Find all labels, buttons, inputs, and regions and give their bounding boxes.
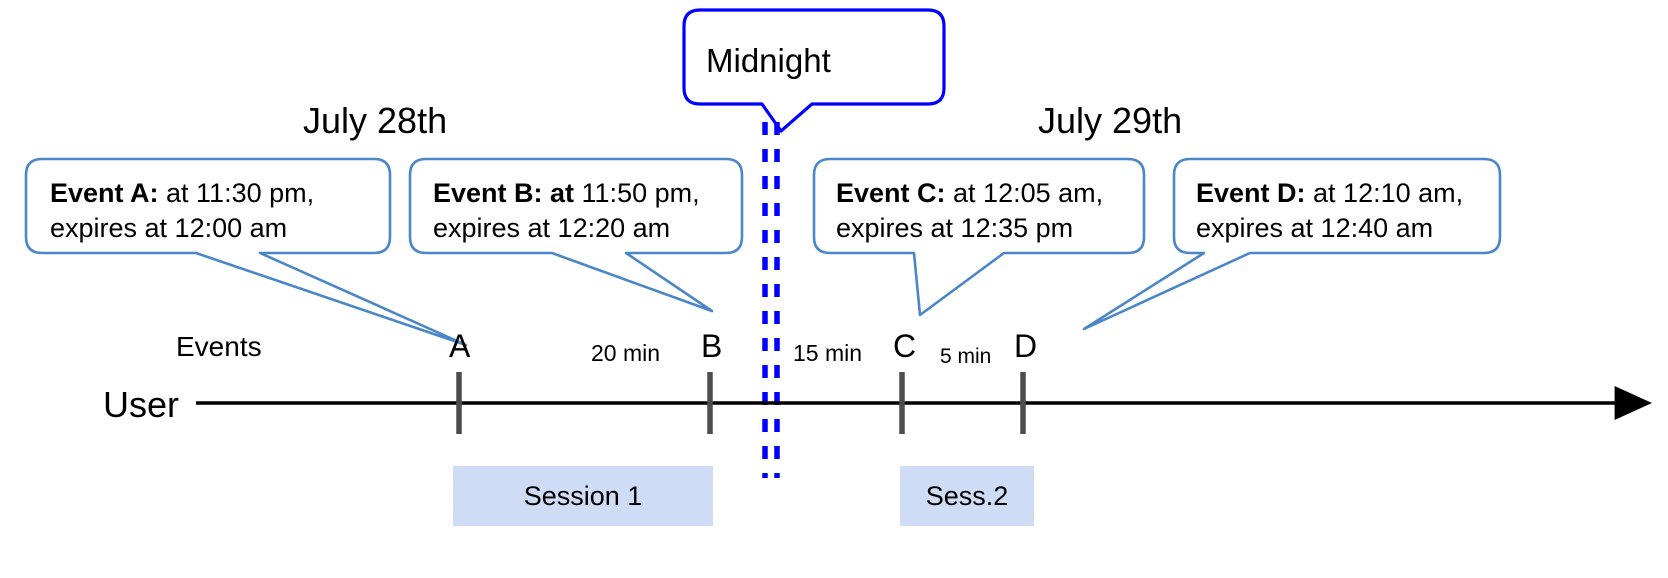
event-b-callout-shape [408,157,744,313]
event-a-bold-label: Event A: [50,178,159,208]
session-2-label-wrap: Sess.2 [900,466,1034,526]
event-d-callout-shape [1082,157,1502,331]
event-b-callout-text: Event B: at 11:50 pm, expires at 12:20 a… [433,176,700,246]
midnight-label: Midnight [706,42,831,79]
session-2-box [900,466,1034,526]
marker-label-b: B [701,328,723,364]
marker-label-d: D [1014,328,1038,364]
events-row-label: Events [176,331,262,362]
event-d-callout-text: Event D: at 12:10 am, expires at 12:40 a… [1196,176,1463,246]
event-b-line2: expires at 12:20 am [433,213,671,244]
event-b-bold-label: Event B: at [433,178,575,208]
interval-label-20-min: 20 min [591,340,661,366]
midnight-line [762,122,780,478]
event-a-callout-shape [24,157,468,347]
event-c-line1-rest: at 12:05 am, [945,178,1104,208]
marker-label-a: A [449,328,471,364]
event-c-callout-shape [812,157,1146,317]
event-c-callout-text: Event C: at 12:05 am, expires at 12:35 p… [836,176,1103,246]
marker-label-c: C [893,328,917,364]
interval-label-15-min: 15 min [793,340,863,366]
date-label-july-29: July 29th [1038,100,1183,141]
event-c-line2: expires at 12:35 pm [836,213,1074,244]
event-d-line1-rest: at 12:10 am, [1305,178,1464,208]
event-d-line2: expires at 12:40 am [1196,213,1434,244]
event-d-bold-label: Event D: [1196,178,1306,208]
event-a-line2: expires at 12:00 am [50,213,288,244]
event-a-callout-text: Event A: at 11:30 pm, expires at 12:00 a… [50,176,314,246]
midnight-callout-shape [682,8,946,133]
event-a-line1-rest: at 11:30 pm, [158,178,315,208]
interval-label-5-min: 5 min [940,345,992,368]
event-b-line1-rest: 11:50 pm, [574,178,700,208]
session-2-label: Sess.2 [925,480,1009,511]
event-c-bold-label: Event C: [836,178,946,208]
session-1-label: Session 1 [523,480,643,511]
session-1-box [453,466,713,526]
user-row-label: User [103,384,180,425]
session-1-label-wrap: Session 1 [453,466,713,526]
date-label-july-28: July 28th [303,100,448,141]
timeline-markers [456,372,1026,434]
